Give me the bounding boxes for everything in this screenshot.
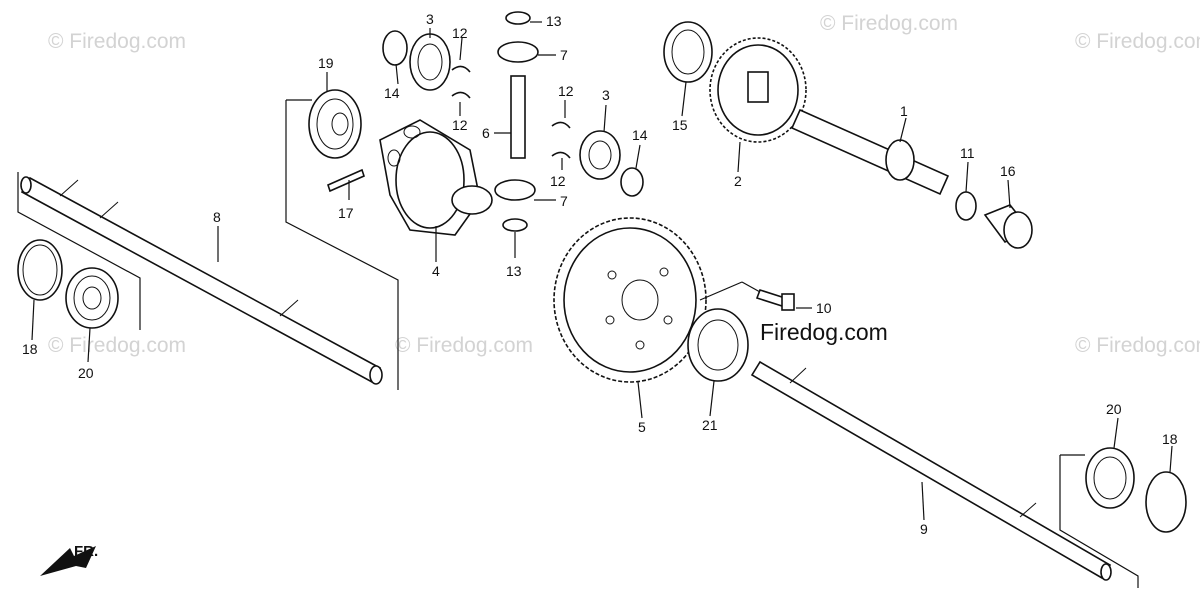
- callout-12-d: 12: [550, 173, 566, 189]
- callout-4: 4: [432, 263, 440, 279]
- watermark-mid-left: © Firedog.com: [48, 334, 186, 357]
- callout-13-top: 13: [546, 13, 562, 29]
- callout-1: 1: [900, 103, 908, 119]
- callout-20-right: 20: [1106, 401, 1122, 417]
- part-12-clip-1: [451, 65, 471, 73]
- part-8-axle-left: [20, 176, 383, 385]
- callout-13-bottom: 13: [506, 263, 522, 279]
- callout-12-b: 12: [452, 117, 468, 133]
- callout-12-c: 12: [558, 83, 574, 99]
- callout-7-bottom: 7: [560, 193, 568, 209]
- part-12-clip-3: [551, 121, 571, 129]
- part-18-circlip-right: [1145, 471, 1187, 533]
- callout-16: 16: [1000, 163, 1016, 179]
- part-20-bearing-left: [65, 267, 119, 329]
- part-3-side-gear-upper: [409, 33, 451, 91]
- watermarks: © Firedog.com © Firedog.com © Firedog.co…: [48, 12, 1200, 357]
- callout-14-right: 14: [632, 127, 648, 143]
- part-6-pinion-shaft: [510, 75, 526, 159]
- callout-5: 5: [638, 419, 646, 435]
- callout-9: 9: [920, 521, 928, 537]
- part-12-clip-4: [551, 151, 571, 159]
- part-11-washer: [955, 191, 977, 221]
- part-14-washer-upper: [382, 30, 408, 66]
- callout-18-left: 18: [22, 341, 38, 357]
- callout-14-upper: 14: [384, 85, 400, 101]
- part-7-pinion-top: [497, 41, 539, 63]
- part-20-bearing-right: [1085, 447, 1135, 509]
- watermark-top-left: © Firedog.com: [48, 30, 186, 53]
- watermark-mid-right: © Firedog.com: [1075, 334, 1200, 357]
- watermark-mid-center: © Firedog.com: [395, 334, 533, 357]
- callout-20-left: 20: [78, 365, 94, 381]
- part-13-washer-bottom: [502, 218, 528, 232]
- callout-17: 17: [338, 205, 354, 221]
- part-17-pin: [327, 168, 365, 193]
- part-13-washer-top: [505, 11, 531, 25]
- callout-numbers: 1 2 3 3 4 5 6 7 7 8 9 10 11 12 12 12 12 …: [22, 11, 1178, 537]
- callout-10: 10: [816, 300, 832, 316]
- part-4-differential-case: [379, 119, 493, 236]
- callout-3-right: 3: [602, 87, 610, 103]
- callout-18-right: 18: [1162, 431, 1178, 447]
- callout-8: 8: [213, 209, 221, 225]
- front-direction-label: FR.: [74, 543, 98, 560]
- part-14-washer-right: [620, 167, 644, 197]
- part-21-bearing: [687, 308, 749, 382]
- part-1-countershaft: [790, 108, 950, 196]
- callout-12-a: 12: [452, 25, 468, 41]
- part-12-clip-2: [451, 91, 471, 99]
- part-7-pinion-bottom: [494, 179, 536, 201]
- leader-lines: [31, 21, 1173, 521]
- watermark-top-right: © Firedog.com: [1075, 30, 1200, 53]
- part-19-bearing: [308, 89, 362, 159]
- callout-21: 21: [702, 417, 718, 433]
- part-15-bearing: [663, 21, 713, 83]
- watermark-top-center: © Firedog.com: [820, 12, 958, 35]
- part-10-bolt: [755, 289, 795, 311]
- callout-15: 15: [672, 117, 688, 133]
- part-5-final-gear: [553, 217, 707, 383]
- front-direction-arrow: [40, 546, 96, 576]
- callout-3-upper: 3: [426, 11, 434, 27]
- part-3-side-gear-right: [579, 130, 621, 180]
- part-9-axle-right: [750, 360, 1112, 581]
- callout-19: 19: [318, 55, 334, 71]
- part-2-gear: [709, 37, 807, 143]
- callout-6: 6: [482, 125, 490, 141]
- brand-label: Firedog.com: [760, 319, 888, 345]
- callout-2: 2: [734, 173, 742, 189]
- bracket-group-left: [285, 99, 399, 390]
- part-16-collar: [983, 204, 1033, 249]
- callout-7-top: 7: [560, 47, 568, 63]
- part-18-circlip-left: [17, 239, 63, 301]
- callout-11: 11: [960, 145, 975, 161]
